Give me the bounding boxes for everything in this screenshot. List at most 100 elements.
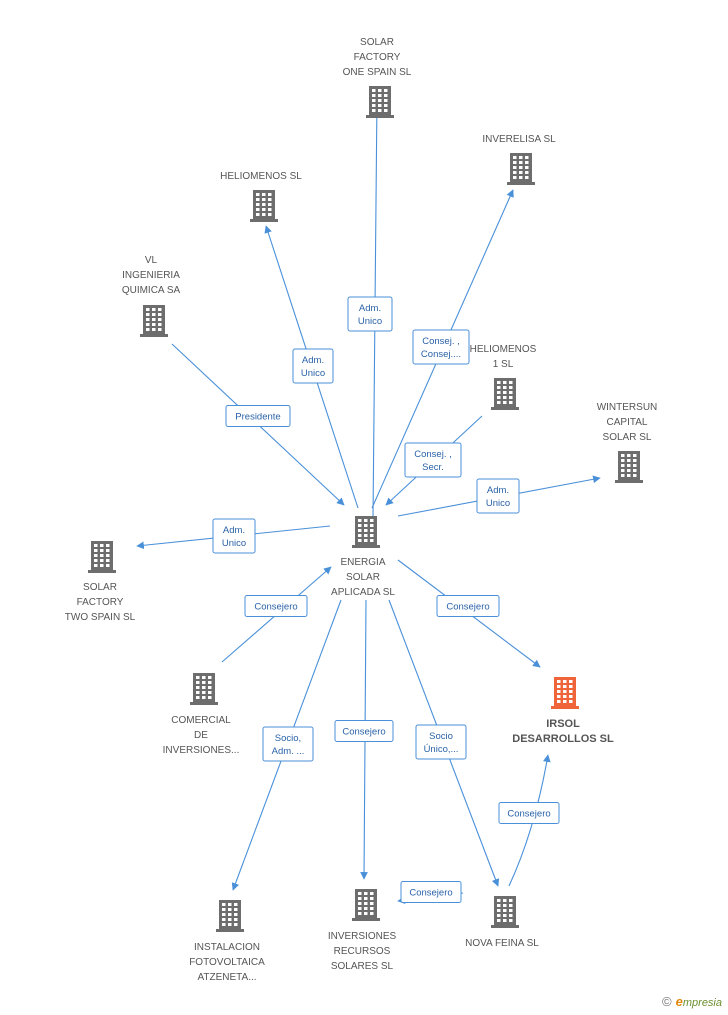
edge-label-text: Adm. ... bbox=[272, 746, 305, 757]
brand-initial: e bbox=[675, 994, 683, 1009]
building-icon bbox=[190, 673, 218, 705]
edge-label-box bbox=[244, 595, 308, 617]
company-label: NOVA FEINA SL bbox=[465, 938, 539, 949]
edge-label-text: Secr. bbox=[422, 462, 444, 473]
edge-label-box bbox=[334, 720, 394, 742]
edge-label-e6[interactable]: Adm. Unico bbox=[476, 478, 520, 514]
edge-label-box bbox=[400, 881, 462, 903]
edge-label-box bbox=[476, 478, 520, 514]
edge-label-e14[interactable]: Consejero bbox=[498, 802, 560, 824]
company-label: INSTALACION bbox=[194, 942, 260, 953]
company-node-heliomenos1[interactable]: HELIOMENOS 1 SL bbox=[470, 344, 537, 410]
company-label: HELIOMENOS SL bbox=[220, 171, 302, 182]
company-label: SOLAR bbox=[83, 582, 117, 593]
edge-label-box bbox=[292, 348, 334, 384]
company-label: SOLAR bbox=[346, 572, 380, 583]
edge-label-e3[interactable]: Adm.Unico bbox=[292, 348, 334, 384]
edge-label-text: Socio bbox=[429, 731, 453, 742]
building-icon bbox=[366, 86, 394, 118]
edge-label-text: Unico bbox=[222, 538, 246, 549]
edge-label-box bbox=[498, 802, 560, 824]
building-icon bbox=[352, 516, 380, 548]
company-label: APLICADA SL bbox=[331, 587, 395, 598]
company-label: INVERSIONES... bbox=[163, 745, 240, 756]
edge-label-text: Único,... bbox=[424, 744, 459, 755]
edge-label-text: Adm. bbox=[359, 303, 381, 314]
edge-label-box bbox=[436, 595, 500, 617]
edge-label-box bbox=[412, 329, 470, 365]
company-label: WINTERSUN bbox=[597, 402, 658, 413]
company-label: COMERCIAL bbox=[171, 715, 231, 726]
edge-label-text: Consej.... bbox=[421, 349, 461, 360]
edge-label-e12[interactable]: SocioÚnico,... bbox=[415, 724, 467, 760]
company-node-irsol[interactable]: IRSOL DESARROLLOS SL bbox=[512, 677, 614, 745]
edge-label-text: Socio, bbox=[275, 733, 301, 744]
edge-label-text: Consejero bbox=[254, 602, 297, 613]
edge-label-box bbox=[404, 442, 462, 478]
edge-label-e1[interactable]: Adm. Unico bbox=[347, 296, 393, 332]
company-label: SOLARES SL bbox=[331, 961, 394, 972]
building-icon bbox=[491, 378, 519, 410]
edge-label-text: Consejero bbox=[507, 809, 550, 820]
company-label: IRSOL bbox=[546, 718, 580, 730]
building-icon bbox=[615, 451, 643, 483]
building-icon bbox=[507, 153, 535, 185]
company-label: FACTORY bbox=[354, 52, 401, 63]
company-node-comercial[interactable]: COMERCIALDEINVERSIONES... bbox=[163, 673, 240, 756]
edge-label-text: Consejero bbox=[409, 888, 452, 899]
company-node-instalacion[interactable]: INSTALACIONFOTOVOLTAICAATZENETA... bbox=[189, 900, 265, 983]
copyright-icon: © bbox=[662, 994, 672, 1009]
building-icon bbox=[140, 305, 168, 337]
building-icon bbox=[88, 541, 116, 573]
edge-label-e2[interactable]: Consej. , Consej.... bbox=[412, 329, 470, 365]
edge-label-text: Consejero bbox=[446, 602, 489, 613]
brand-name: mpresia bbox=[682, 997, 722, 1009]
company-node-solar_two[interactable]: SOLAR FACTORY TWO SPAIN SL bbox=[65, 541, 136, 623]
company-label: ONE SPAIN SL bbox=[343, 67, 412, 78]
edge-label-text: Unico bbox=[486, 498, 510, 509]
edge-label-e13[interactable]: Consejero bbox=[400, 881, 462, 903]
company-node-wintersun[interactable]: WINTERSUN CAPITAL SOLAR SL bbox=[597, 402, 658, 483]
edge-label-box bbox=[225, 405, 291, 427]
edge-label-box bbox=[347, 296, 393, 332]
edge-label-text: Unico bbox=[358, 316, 382, 327]
company-label: INVERSIONES bbox=[328, 931, 397, 942]
edge-label-e7[interactable]: Adm.Unico bbox=[212, 518, 256, 554]
building-icon bbox=[352, 889, 380, 921]
company-label: HELIOMENOS bbox=[470, 344, 537, 355]
edge-label-text: Consej. , bbox=[422, 336, 460, 347]
company-label: FACTORY bbox=[77, 597, 124, 608]
company-label: SOLAR SL bbox=[603, 432, 652, 443]
empresia-watermark[interactable]: ©empresia bbox=[662, 994, 722, 1009]
company-node-inversiones[interactable]: INVERSIONES RECURSOS SOLARES SL bbox=[328, 889, 397, 972]
company-label: CAPITAL bbox=[607, 417, 648, 428]
edge-label-e5[interactable]: Consej. ,Secr. bbox=[404, 442, 462, 478]
company-label: VL bbox=[145, 255, 158, 266]
company-label: 1 SL bbox=[493, 359, 514, 370]
company-node-nova[interactable]: NOVA FEINA SL bbox=[465, 896, 539, 949]
company-node-inverelisa[interactable]: INVERELISA SL bbox=[482, 134, 556, 185]
company-label: ATZENETA... bbox=[197, 972, 256, 983]
edge-label-box bbox=[415, 724, 467, 760]
edge-label-text: Presidente bbox=[235, 412, 280, 423]
company-label: DESARROLLOS SL bbox=[512, 733, 614, 745]
company-node-heliomenos[interactable]: HELIOMENOS SL bbox=[220, 171, 302, 222]
edge-label-text: Adm. bbox=[487, 485, 509, 496]
edge-label-e11[interactable]: Consejero bbox=[334, 720, 394, 742]
edge-label-e4[interactable]: Presidente bbox=[225, 405, 291, 427]
edge-label-e8[interactable]: Consejero bbox=[436, 595, 500, 617]
company-label: INVERELISA SL bbox=[482, 134, 556, 145]
edge-label-text: Adm. bbox=[302, 355, 324, 366]
company-label: RECURSOS bbox=[334, 946, 391, 957]
company-label: TWO SPAIN SL bbox=[65, 612, 136, 623]
company-label: QUIMICA SA bbox=[122, 285, 181, 296]
building-icon bbox=[491, 896, 519, 928]
edge-label-e9[interactable]: Consejero bbox=[244, 595, 308, 617]
building-icon bbox=[250, 190, 278, 222]
edge-label-e10[interactable]: Socio, Adm. ... bbox=[262, 726, 314, 762]
